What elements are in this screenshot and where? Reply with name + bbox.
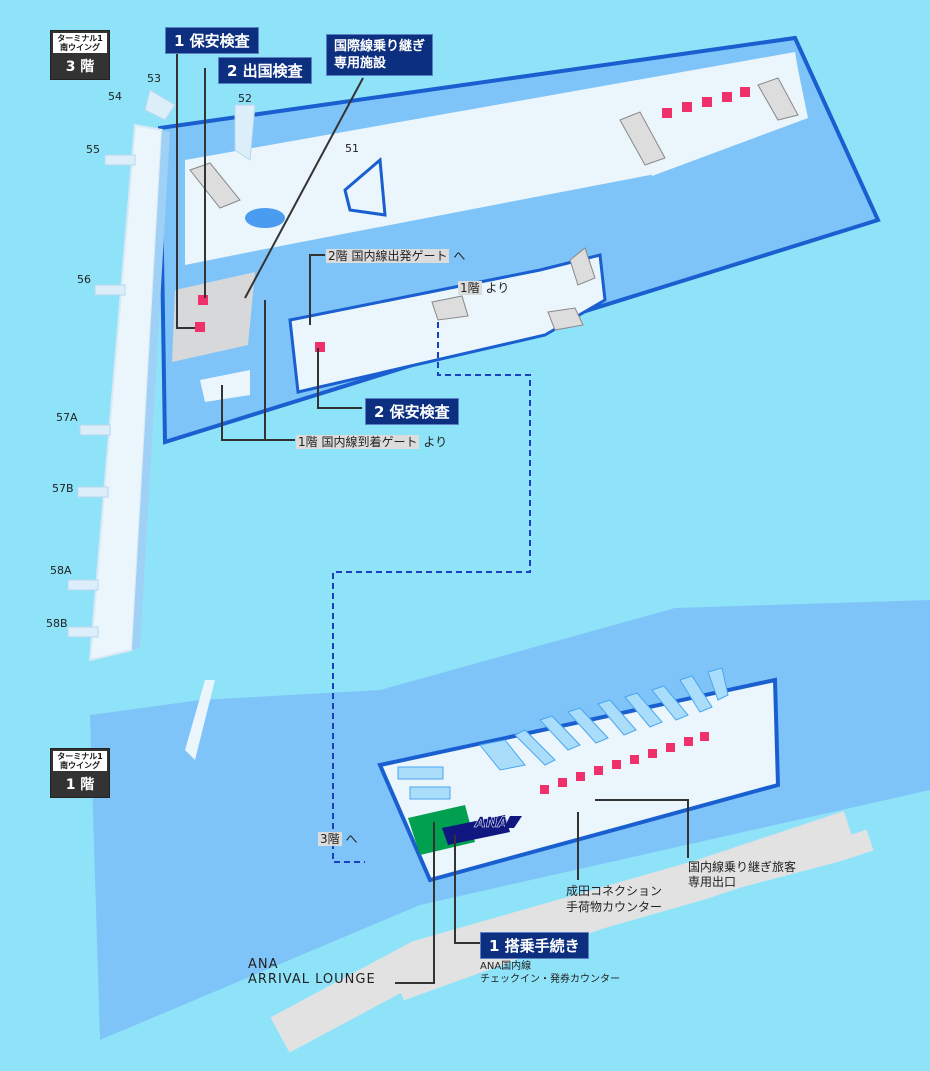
- svg-text:ANA: ANA: [474, 815, 508, 831]
- label-line: 専用出口: [688, 875, 737, 889]
- floor-number: 1 階: [65, 777, 95, 793]
- to-domestic-departure-label: 2階 国内線出発ゲート へ: [326, 247, 465, 264]
- gate-52: 52: [238, 92, 252, 105]
- label-line: 専用施設: [334, 56, 387, 71]
- baggage-counter-label: 成田コネクション 手荷物カウンター: [566, 883, 662, 915]
- emigration-check-2-label: 2 出国検査: [218, 57, 312, 84]
- destination-text: 国内線出発ゲート: [351, 249, 448, 263]
- wing-name: 南ウイング: [60, 761, 100, 770]
- from-domestic-arrival-label: 1階 国内線到着ゲート より: [296, 433, 447, 450]
- floor-text: 1階: [458, 281, 482, 295]
- direction-text: へ: [345, 832, 358, 846]
- checkin-1-label: 1 搭乗手続き: [480, 932, 589, 959]
- gate-56: 56: [77, 273, 91, 286]
- ana-arrival-lounge-label: ANA ARRIVAL LOUNGE: [248, 957, 376, 987]
- gate-51: 51: [345, 142, 359, 155]
- label-line: 国際線乗り継ぎ: [334, 39, 426, 54]
- gate-58b: 58B: [46, 617, 68, 630]
- label-line: ANA: [248, 957, 279, 972]
- ana-logo: ANA: [474, 815, 522, 831]
- upper-terminal-3f: [67, 35, 881, 662]
- label-line: ARRIVAL LOUNGE: [248, 972, 376, 987]
- label-line: 手荷物カウンター: [566, 900, 663, 914]
- terminal-name: ターミナル1: [57, 752, 103, 761]
- origin-text: 国内線到着ゲート: [321, 435, 418, 449]
- security-check-2-label: 2 保安検査: [365, 398, 459, 425]
- ana-counter-label: ANA国内線 チェックイン・発券カウンター: [480, 960, 620, 986]
- leader-lines: [176, 35, 689, 984]
- gate-55: 55: [86, 143, 100, 156]
- gate-57b: 57B: [52, 482, 74, 495]
- floor-text: 1階: [298, 435, 318, 449]
- domestic-transfer-exit-label: 国内線乗り継ぎ旅客 専用出口: [688, 860, 796, 890]
- transfer-facility-label: 国際線乗り継ぎ 専用施設: [326, 34, 434, 76]
- gate-53: 53: [147, 72, 161, 85]
- gate-57a: 57A: [56, 411, 78, 424]
- from-1f-label: 1階 より: [458, 279, 509, 296]
- gate-54: 54: [108, 90, 122, 103]
- security-check-1-label: 1 保安検査: [165, 27, 259, 54]
- security-counters: [195, 87, 750, 352]
- floor-number: 3 階: [65, 59, 95, 75]
- to-3f-label: 3階 へ: [318, 830, 357, 847]
- floor-text: 3階: [318, 832, 342, 846]
- direction-text: より: [423, 435, 448, 449]
- wing-name: 南ウイング: [60, 43, 100, 52]
- label-line: ANA国内線: [480, 961, 532, 972]
- gate-58a: 58A: [50, 564, 72, 577]
- label-line: 国内線乗り継ぎ旅客: [688, 860, 797, 874]
- floor-text: 2階: [328, 249, 348, 263]
- terminal-name: ターミナル1: [57, 34, 103, 43]
- direction-text: へ: [453, 249, 466, 263]
- transfer-route: [332, 322, 531, 863]
- direction-text: より: [485, 281, 510, 295]
- label-line: 成田コネクション: [566, 884, 663, 898]
- label-line: チェックイン・発券カウンター: [480, 974, 620, 985]
